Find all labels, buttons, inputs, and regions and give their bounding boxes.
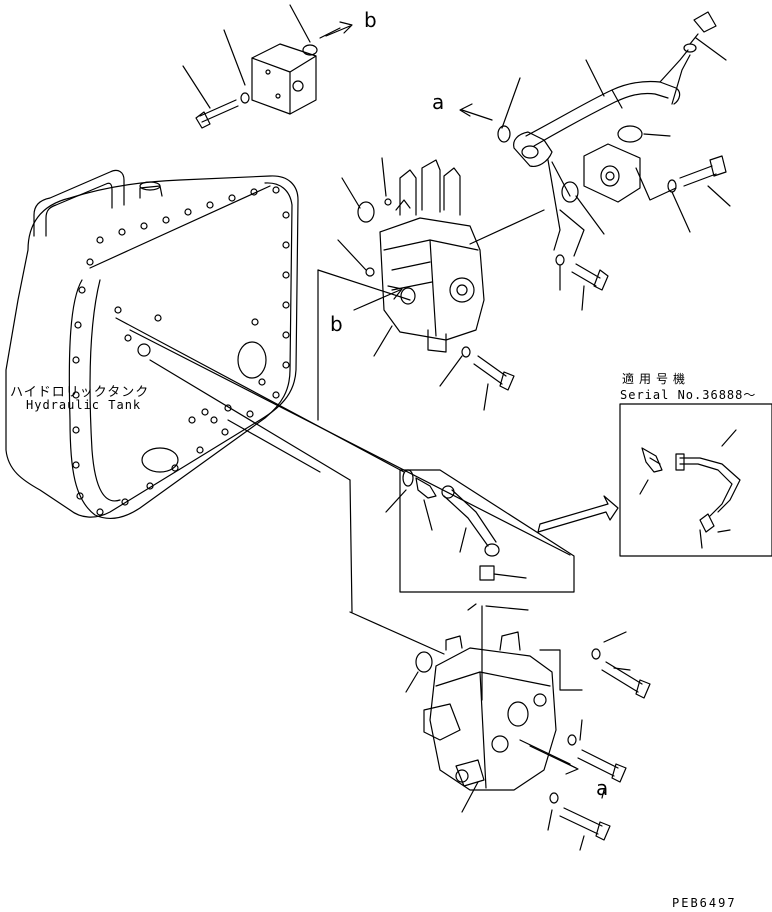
lower-bolts [547,631,651,851]
tank-name-jp: ハイドロリックタンク [10,385,150,400]
serial-applicable-jp: 適用号機 [622,372,691,386]
inset-fittings [385,469,575,593]
callout-leaders [337,37,731,813]
arrow-label-b-top: b [364,8,377,32]
arrow-label-b-mid: b [330,312,343,336]
hydraulic-tank [5,169,299,520]
top-pipe [497,11,727,291]
top-block [182,4,341,129]
connector-lines [115,159,677,701]
valve-mount-bolt [461,346,515,391]
arrow-label-a-top: a [432,90,445,114]
tank-name-en: Hydraulic Tank [26,398,142,412]
serial-number-note: Serial No.36888～ [620,388,757,402]
upper-control-valve [357,159,485,353]
serial-inset [537,403,772,557]
arrow-label-a-bottom: a [596,776,609,800]
lower-valve-block [405,631,571,791]
drawing-number: PEB6497 [672,896,737,910]
direction-arrows [325,21,579,775]
